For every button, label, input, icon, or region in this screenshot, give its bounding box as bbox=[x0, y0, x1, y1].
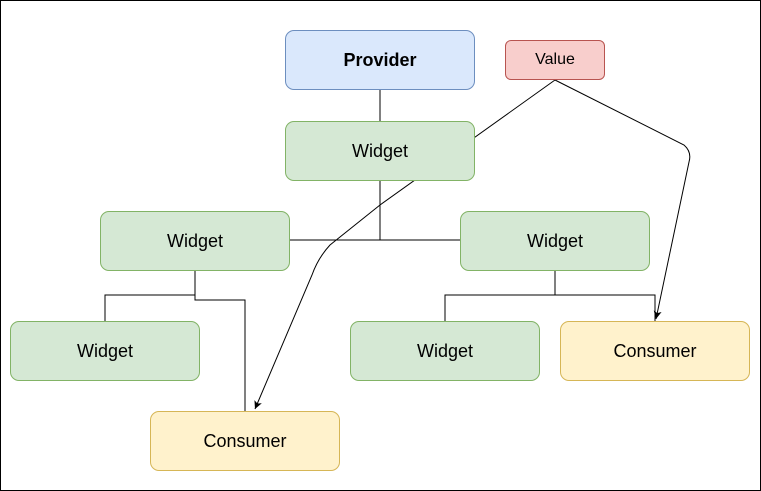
consumer-label: Consumer bbox=[613, 340, 697, 361]
widget-node-bottom-left[interactable]: Widget bbox=[10, 321, 200, 381]
widget-label: Widget bbox=[166, 230, 224, 251]
provider-label: Provider bbox=[343, 49, 417, 70]
edge-right-widget-to-consumer bbox=[555, 294, 656, 321]
value-node[interactable]: Value bbox=[505, 40, 605, 80]
consumer-node-bottom[interactable]: Consumer bbox=[150, 411, 340, 471]
widget-node-bottom-right[interactable]: Widget bbox=[350, 321, 540, 381]
edge-right-widget-to-children bbox=[444, 270, 556, 321]
widget-node-middle-left[interactable]: Widget bbox=[100, 211, 290, 271]
consumer-node-right[interactable]: Consumer bbox=[560, 321, 750, 381]
arrow-value-to-right-consumer bbox=[554, 79, 691, 320]
edge-left-widget-to-bottom-widget bbox=[104, 270, 196, 321]
edge-left-widget-to-consumer bbox=[194, 295, 246, 411]
consumer-label: Consumer bbox=[203, 430, 287, 451]
provider-node[interactable]: Provider bbox=[285, 30, 475, 90]
widget-label: Widget bbox=[76, 340, 134, 361]
arrow-value-to-bottom-consumer bbox=[254, 79, 556, 410]
value-label: Value bbox=[535, 51, 575, 68]
widget-label: Widget bbox=[351, 140, 409, 161]
widget-label: Widget bbox=[416, 340, 474, 361]
widget-node-top[interactable]: Widget bbox=[285, 121, 475, 181]
widget-label: Widget bbox=[526, 230, 584, 251]
widget-node-middle-right[interactable]: Widget bbox=[460, 211, 650, 271]
